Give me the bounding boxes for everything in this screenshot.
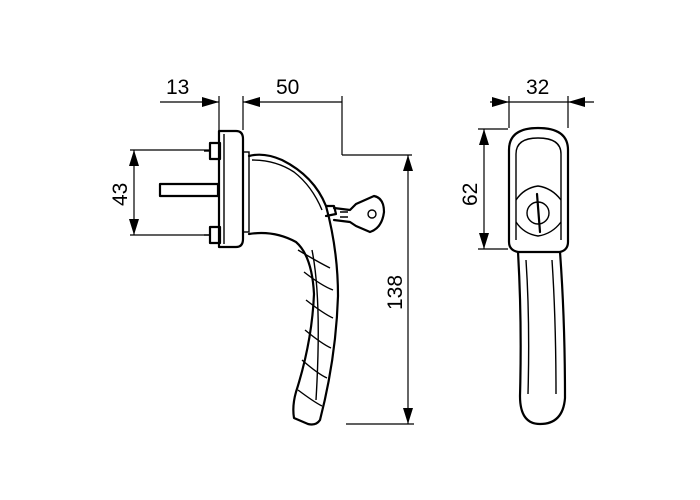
dimension-handle-projection: 50 <box>260 76 412 156</box>
key <box>324 194 386 234</box>
front-view <box>507 126 570 426</box>
screw-top <box>204 141 222 161</box>
spindle <box>158 182 220 198</box>
label-50: 50 <box>276 76 299 99</box>
dimension-rose-thickness: 13 <box>160 76 260 130</box>
dimension-handle-width: 32 <box>490 76 594 128</box>
rose-plate <box>217 129 245 249</box>
label-43: 43 <box>109 183 132 206</box>
label-62: 62 <box>459 183 482 206</box>
dimension-spindle-spacing: 43 <box>109 149 210 236</box>
label-13: 13 <box>166 76 189 99</box>
side-view <box>158 129 386 426</box>
dimension-overall-length: 138 <box>346 155 414 425</box>
front-head <box>507 126 570 254</box>
dimension-front-head-height: 62 <box>459 128 508 250</box>
label-32: 32 <box>526 76 549 99</box>
grip-texture <box>297 249 334 407</box>
front-grip <box>516 250 567 426</box>
label-138: 138 <box>384 275 407 310</box>
lock-slot <box>526 192 550 234</box>
handle-profile <box>247 153 340 426</box>
